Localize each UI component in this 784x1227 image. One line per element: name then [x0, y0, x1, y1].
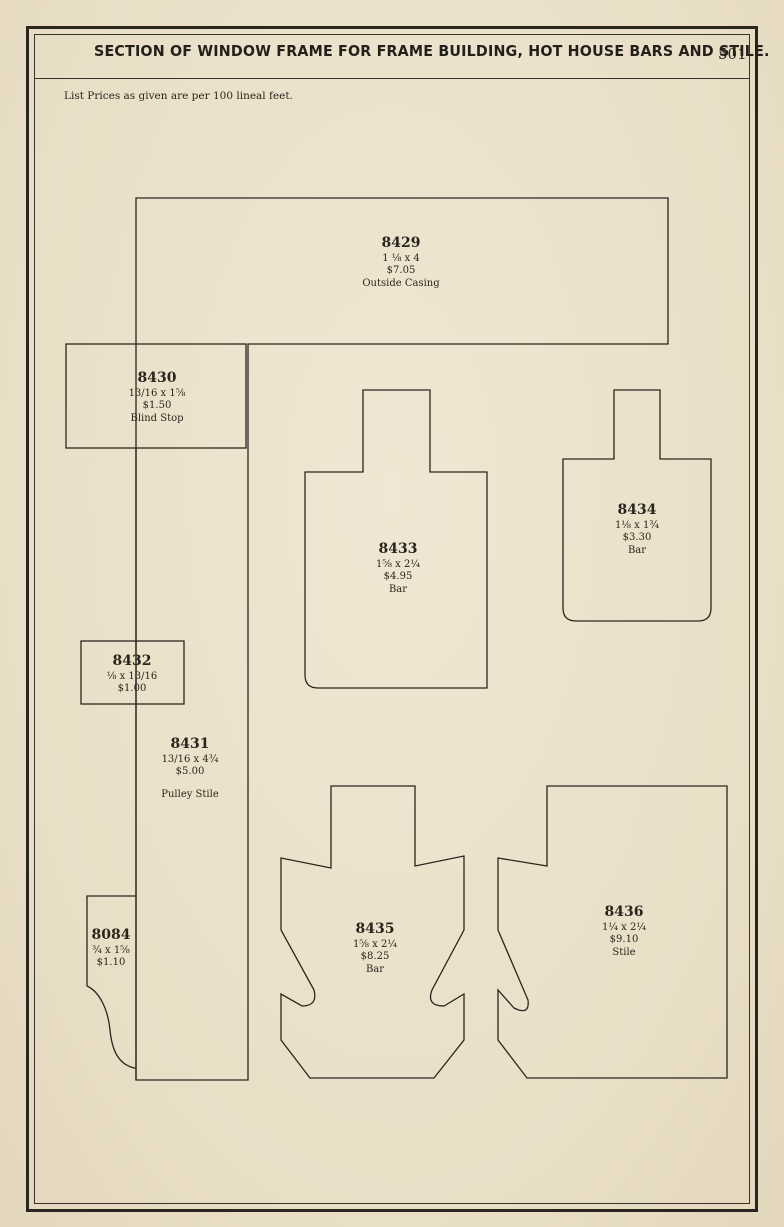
part-price: $9.10 [609, 934, 639, 945]
part-number: 8434 [617, 502, 657, 518]
page-title: SECTION OF WINDOW FRAME FOR FRAME BUILDI… [94, 42, 770, 60]
section-8436-outline [497, 785, 728, 1079]
part-price: $8.25 [360, 951, 390, 962]
part-number: 8435 [355, 921, 395, 937]
part-number: 8429 [381, 235, 421, 251]
part-size: 13/16 x 1⅝ [128, 387, 186, 399]
part-size: 13/16 x 4¾ [161, 753, 219, 765]
label-8431: 8431 13/16 x 4¾ $5.00 Pulley Stile [161, 736, 219, 801]
part-price: $1.00 [117, 683, 147, 694]
part-price: $3.30 [622, 532, 652, 543]
part-number: 8430 [137, 370, 177, 386]
part-size: 1⅛ x 1¾ [614, 519, 660, 531]
section-8432-outline [80, 640, 185, 705]
section-8429-outline [135, 197, 669, 1081]
part-size: 1⅝ x 2¼ [375, 558, 421, 570]
part-number: 8436 [604, 904, 644, 920]
part-price: $7.05 [386, 265, 416, 276]
part-price: $1.10 [96, 957, 126, 968]
label-8436: 8436 1¼ x 2¼ $9.10 Stile [602, 904, 646, 959]
part-price: $1.50 [142, 400, 172, 411]
section-8435-outline [280, 785, 465, 1079]
part-number: 8432 [112, 653, 152, 669]
page-number: 501 [718, 45, 747, 63]
part-name: Outside Casing [362, 277, 440, 289]
label-8429: 8429 1 ⅛ x 4 $7.05 Outside Casing [362, 235, 439, 290]
label-8433: 8433 1⅝ x 2¼ $4.95 Bar [376, 541, 420, 596]
section-8084-outline [86, 895, 136, 1069]
part-price: $4.95 [383, 571, 413, 582]
label-8430: 8430 13/16 x 1⅝ $1.50 Blind Stop [129, 370, 186, 425]
label-8432: 8432 ⅛ x 13/16 $1.00 [107, 653, 158, 696]
part-size: 1¼ x 2¼ [601, 921, 647, 933]
part-number: 8084 [91, 927, 131, 943]
part-name: Bar [627, 544, 647, 556]
part-name: Stile [612, 946, 636, 958]
label-8434: 8434 1⅛ x 1¾ $3.30 Bar [615, 502, 659, 557]
section-8430-outline [65, 343, 247, 449]
section-8433-outline [304, 389, 488, 689]
price-note: List Prices as given are per 100 lineal … [64, 90, 293, 102]
section-8434-outline [562, 389, 712, 622]
outer-border [26, 26, 758, 1212]
label-8435: 8435 1⅝ x 2¼ $8.25 Bar [353, 921, 397, 976]
part-name: Pulley Stile [161, 788, 219, 800]
label-8084: 8084 ¾ x 1⅝ $1.10 [92, 927, 131, 970]
part-name: Blind Stop [130, 412, 184, 424]
part-name: Bar [365, 963, 385, 975]
part-number: 8431 [170, 736, 210, 752]
part-size: ¾ x 1⅝ [92, 944, 130, 956]
part-number: 8433 [378, 541, 418, 557]
part-size: ⅛ x 13/16 [106, 670, 158, 682]
header-divider [34, 78, 750, 79]
part-price: $5.00 [175, 766, 205, 777]
part-size: 1 ⅛ x 4 [382, 252, 420, 264]
inner-border [34, 34, 750, 1204]
part-name: Bar [388, 583, 408, 595]
part-size: 1⅝ x 2¼ [352, 938, 398, 950]
